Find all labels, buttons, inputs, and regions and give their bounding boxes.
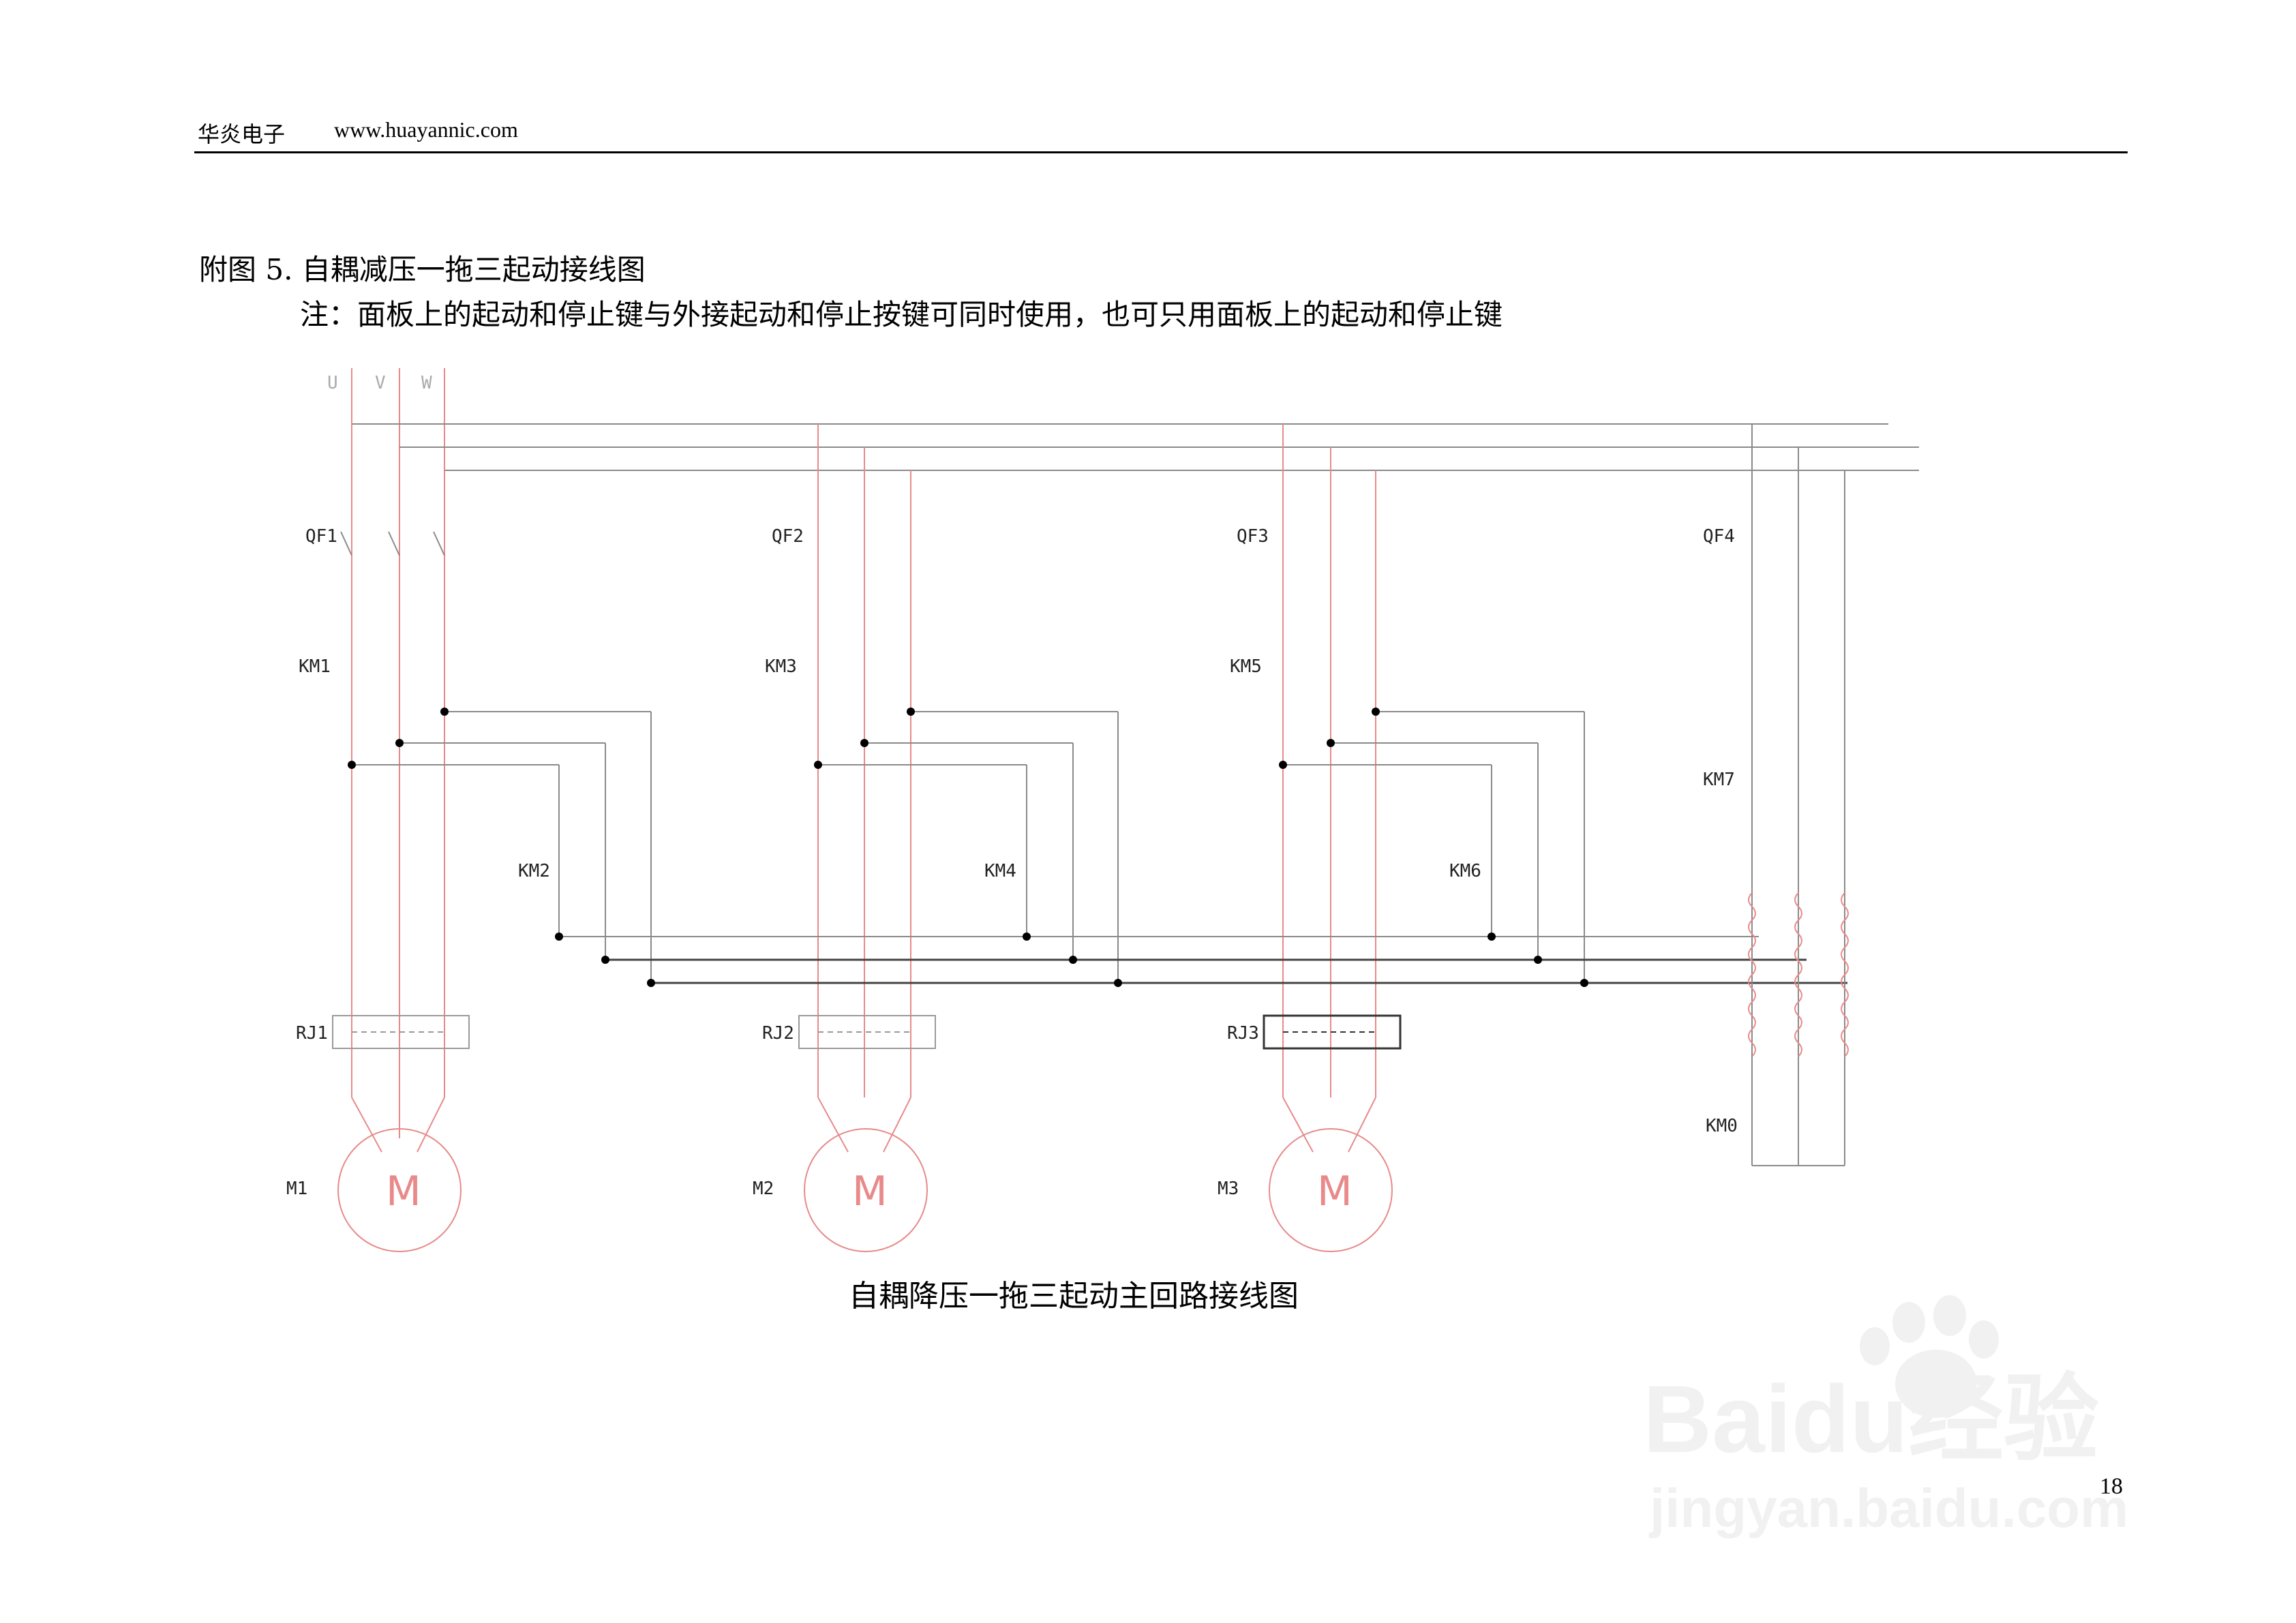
phase-label-v: V xyxy=(375,373,386,393)
motor-branch-3 xyxy=(1263,424,1585,1252)
motor-branch-1 xyxy=(332,531,652,1252)
label-qf3: QF3 xyxy=(1237,526,1269,547)
label-km0: KM0 xyxy=(1706,1116,1738,1136)
label-rj3: RJ3 xyxy=(1227,1023,1259,1044)
label-qf4: QF4 xyxy=(1703,526,1735,547)
phase-label-u: U xyxy=(327,373,338,393)
label-qf2: QF2 xyxy=(772,526,804,547)
phase-label-w: W xyxy=(421,373,432,393)
label-m2: M2 xyxy=(753,1179,774,1199)
label-km1: KM1 xyxy=(299,656,331,677)
header-url[interactable]: www.huayannic.com xyxy=(334,117,518,142)
label-km5: KM5 xyxy=(1230,656,1262,677)
main-bus xyxy=(351,368,1919,545)
watermark-url: jingyan.baidu.com xyxy=(1648,1478,2128,1538)
start-bus xyxy=(555,932,1847,987)
paw-icon xyxy=(1860,1295,1999,1418)
motor-symbol-1: M xyxy=(386,1168,421,1215)
label-km7: KM7 xyxy=(1703,770,1735,790)
label-m1: M1 xyxy=(286,1179,307,1199)
autotransformer-branch xyxy=(1748,424,1849,1166)
label-km3: KM3 xyxy=(765,656,797,677)
label-km2: KM2 xyxy=(518,861,550,881)
figure-title: 附图 5. 自耦减压一拖三起动接线图 xyxy=(199,253,646,286)
label-km4: KM4 xyxy=(984,861,1016,881)
figure-note: 注：面板上的起动和停止键与外接起动和停止按键可同时使用，也可只用面板上的起动和停… xyxy=(300,298,1503,331)
header-rule xyxy=(194,151,2128,153)
label-m3: M3 xyxy=(1218,1179,1239,1199)
motor-symbol-3: M xyxy=(1317,1168,1353,1215)
header-brand: 华炎电子 xyxy=(198,121,286,147)
label-rj2: RJ2 xyxy=(762,1023,794,1044)
label-qf1: QF1 xyxy=(305,526,337,547)
label-km6: KM6 xyxy=(1449,861,1481,881)
motor-symbol-2: M xyxy=(852,1168,888,1215)
motor-branch-2 xyxy=(798,424,1119,1252)
page-number: 18 xyxy=(2100,1474,2123,1499)
diagram-caption: 自耦降压一拖三起动主回路接线图 xyxy=(849,1279,1299,1314)
label-rj1: RJ1 xyxy=(296,1023,328,1044)
watermark: Baidu经验 jingyan.baidu.com xyxy=(1643,1295,2128,1538)
watermark-brand: Baidu经验 xyxy=(1643,1365,2099,1472)
